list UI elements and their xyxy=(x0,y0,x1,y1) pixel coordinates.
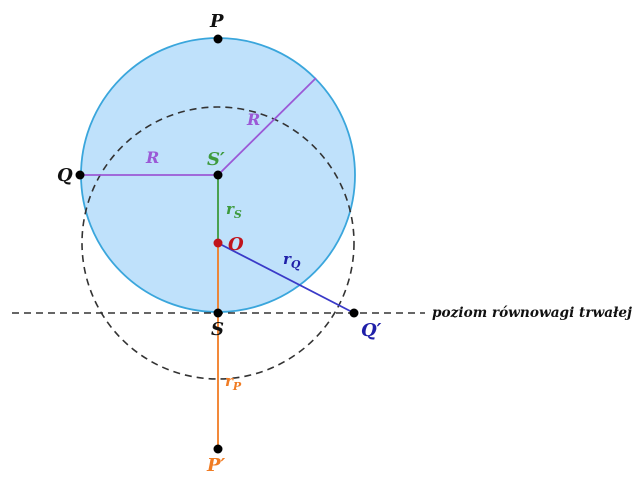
point-S xyxy=(213,308,223,318)
point-O xyxy=(213,238,223,248)
label-S: S xyxy=(211,319,224,340)
dashed-locus-circle xyxy=(81,106,355,380)
label-S-prime: S′ xyxy=(207,149,225,170)
label-rQ: rQ xyxy=(283,250,301,271)
point-Q-prime xyxy=(349,308,359,318)
point-Q xyxy=(75,170,85,180)
point-S-prime xyxy=(213,170,223,180)
equilibrium-caption: poziom równowagi trwałej xyxy=(432,305,632,321)
radius-R-upper xyxy=(217,77,317,176)
point-P-prime xyxy=(213,444,223,454)
label-Q-prime: Q′ xyxy=(361,320,382,341)
label-R-upper: R xyxy=(246,110,260,129)
segment-rQ xyxy=(217,242,355,314)
label-rS: rS xyxy=(226,200,242,221)
label-P: P xyxy=(209,11,224,32)
label-O: O xyxy=(228,234,244,255)
label-rP: rP xyxy=(225,372,242,393)
label-Q: Q xyxy=(57,165,73,186)
point-P xyxy=(213,34,223,44)
label-R-left: R xyxy=(145,148,159,167)
label-P-prime: P′ xyxy=(206,455,226,476)
